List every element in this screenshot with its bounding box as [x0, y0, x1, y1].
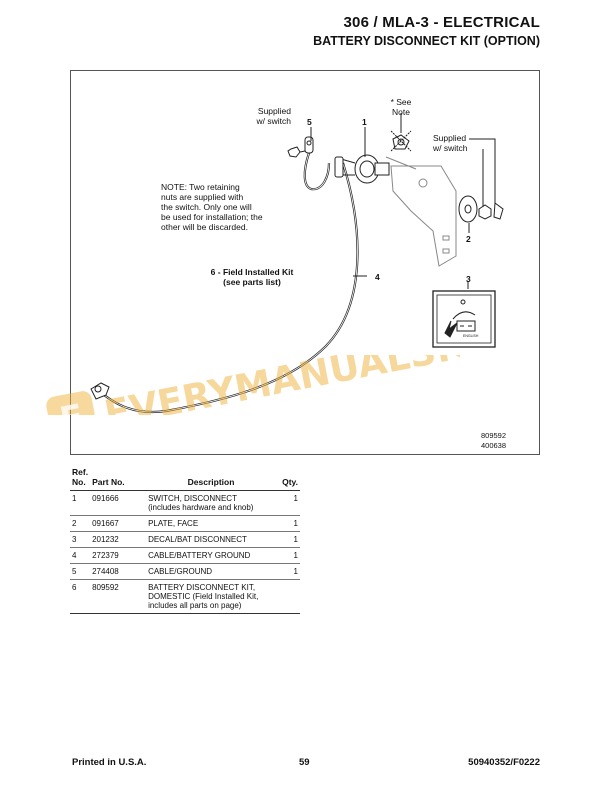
cell-qty: 1: [276, 547, 300, 564]
parts-illustration: Supplied w/ switch 5 1 * See Note Suppli…: [70, 70, 540, 455]
kit-label: 6 - Field Installed Kit (see parts list): [210, 267, 294, 287]
ground-cable: [303, 152, 331, 191]
callout-number-1: 1: [362, 117, 367, 127]
cell-ref: 4: [70, 547, 91, 564]
callout-supplied-left: Supplied w/ switch: [256, 106, 291, 126]
cell-qty: 1: [276, 531, 300, 548]
cell-description: SWITCH, DISCONNECT (includes hardware an…: [146, 490, 276, 516]
cell-description: BATTERY DISCONNECT KIT, DOMESTIC (Field …: [146, 579, 276, 614]
page-title: 306 / MLA-3 - ELECTRICAL: [343, 14, 540, 31]
cell-qty: [276, 579, 300, 614]
cell-description: CABLE/BATTERY GROUND: [146, 547, 276, 564]
page-header: 306 / MLA-3 - ELECTRICAL BATTERY DISCONN…: [313, 14, 540, 48]
col-description: Description: [146, 466, 276, 491]
cell-ref: 2: [70, 515, 91, 532]
callout-number-3: 3: [466, 274, 471, 284]
callout-number-5: 5: [307, 117, 312, 127]
footer-doc-number: 50940352/F0222: [468, 757, 540, 768]
watermark-logo: [46, 391, 98, 415]
callout-supplied-right: Supplied w/ switch: [433, 133, 468, 153]
cell-part-no: 201232: [90, 531, 147, 548]
callout-number-2: 2: [466, 234, 471, 244]
cell-ref: 5: [70, 563, 91, 580]
parts-table: Ref. No. Part No. Description Qty. 1 091…: [70, 466, 300, 614]
exploded-view-drawing: [90, 113, 504, 414]
figure-codes: 809592 400638: [481, 431, 507, 450]
watermark-text: EVERYMANUALS.COM: [101, 355, 460, 415]
cell-part-no: 809592: [90, 579, 147, 614]
footer-printed: Printed in U.S.A.: [72, 757, 147, 768]
cell-part-no: 091667: [90, 515, 147, 532]
table-row: 1 091666 SWITCH, DISCONNECT (includes ha…: [70, 490, 300, 516]
cell-ref: 6: [70, 579, 91, 614]
footer-page-number: 59: [299, 757, 310, 768]
cell-ref: 3: [70, 531, 91, 548]
cell-ref: 1: [70, 490, 91, 516]
table-row: 2 091667 PLATE, FACE 1: [70, 515, 300, 532]
cell-part-no: 274408: [90, 563, 147, 580]
col-ref: Ref. No.: [70, 466, 91, 491]
cell-description: CABLE/GROUND: [146, 563, 276, 580]
cell-description: DECAL/BAT DISCONNECT: [146, 531, 276, 548]
svg-text:E: E: [57, 397, 87, 415]
watermark: E EVERYMANUALS.COM: [46, 355, 460, 415]
col-part-no: Part No.: [90, 466, 147, 491]
callout-number-4: 4: [375, 272, 380, 282]
table-row: 6 809592 BATTERY DISCONNECT KIT, DOMESTI…: [70, 579, 300, 614]
cell-description: PLATE, FACE: [146, 515, 276, 532]
callout-see-note: * See Note: [390, 97, 412, 117]
page-subtitle: BATTERY DISCONNECT KIT (OPTION): [313, 34, 540, 48]
table-row: 5 274408 CABLE/GROUND 1: [70, 563, 300, 580]
cell-qty: 1: [276, 490, 300, 516]
col-qty: Qty.: [276, 466, 300, 491]
table-row: 3 201232 DECAL/BAT DISCONNECT 1: [70, 531, 300, 548]
installation-note: NOTE: Two retaining nuts are supplied wi…: [161, 182, 263, 232]
table-header-row: Ref. No. Part No. Description Qty.: [70, 466, 300, 491]
cell-qty: 1: [276, 563, 300, 580]
cell-qty: 1: [276, 515, 300, 532]
table-row: 4 272379 CABLE/BATTERY GROUND 1: [70, 547, 300, 564]
cell-part-no: 272379: [90, 547, 147, 564]
cell-part-no: 091666: [90, 490, 147, 516]
decal-text: ENGLISH: [463, 334, 479, 338]
